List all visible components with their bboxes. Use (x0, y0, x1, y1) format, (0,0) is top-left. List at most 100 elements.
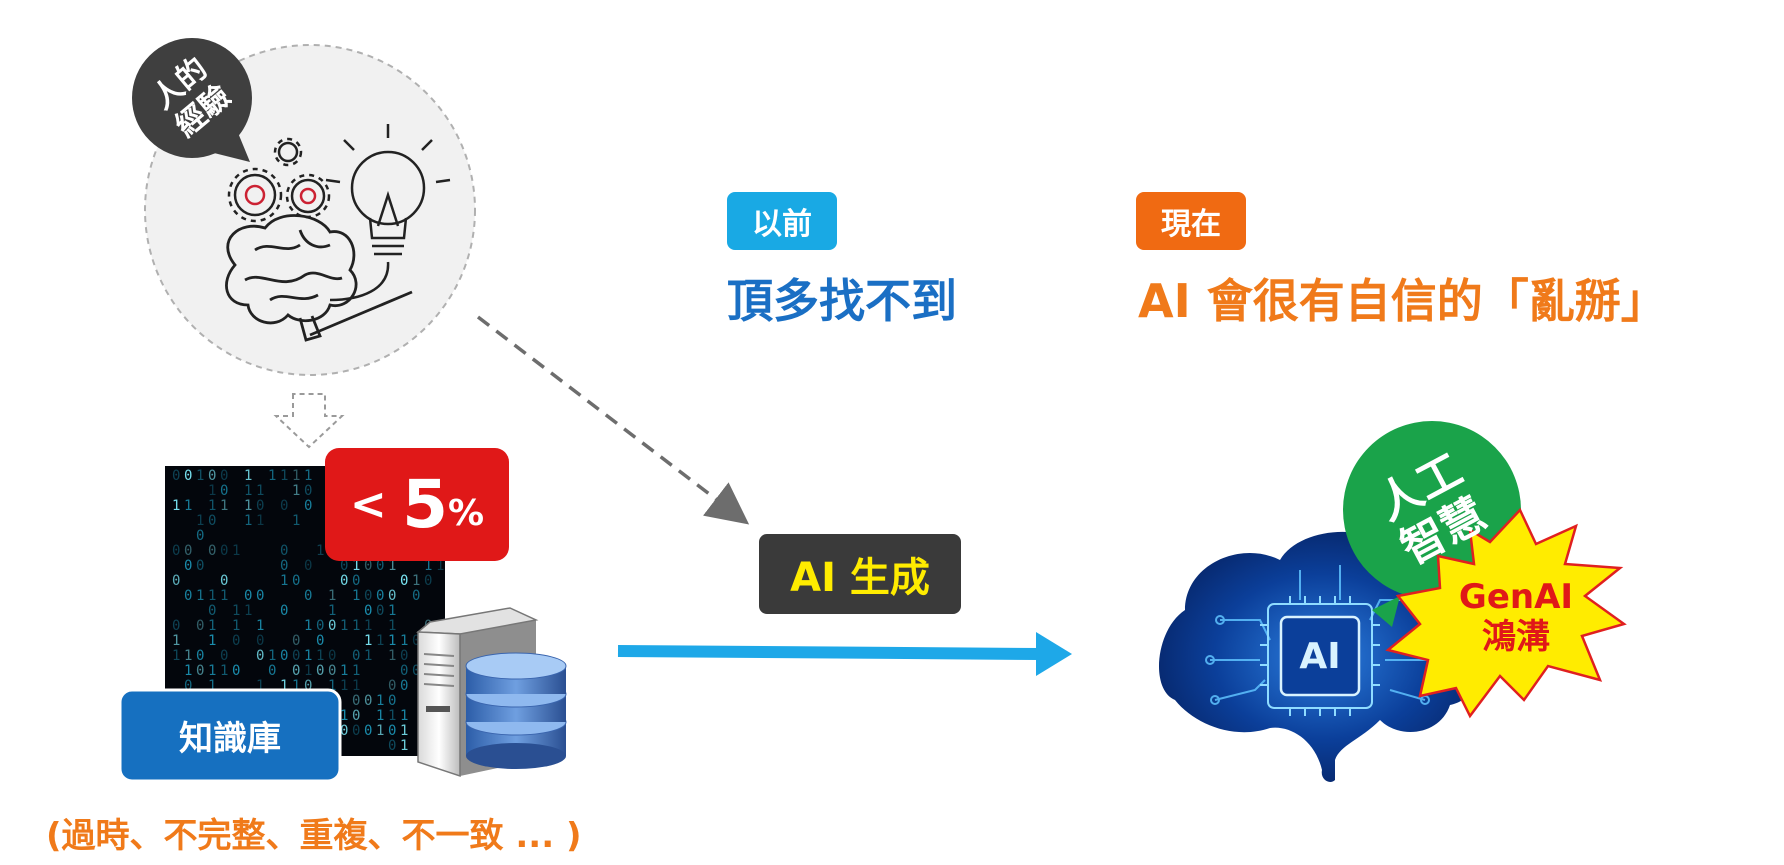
matrix-glyph: 1 (196, 468, 204, 484)
matrix-glyph: 0 (424, 573, 432, 589)
matrix-glyph: 0 (184, 558, 192, 574)
matrix-glyph: 0 (352, 723, 360, 739)
before-tag: 以前 (727, 192, 837, 250)
dashed-diagonal-arrow (476, 315, 750, 525)
matrix-glyph: 1 (352, 618, 360, 634)
matrix-glyph: 1 (232, 618, 240, 634)
matrix-glyph: 0 (304, 678, 312, 694)
matrix-glyph: 0 (316, 663, 324, 679)
matrix-glyph: 0 (256, 633, 264, 649)
matrix-glyph: 1 (364, 648, 372, 664)
matrix-glyph: 0 (184, 588, 192, 604)
matrix-glyph: 0 (292, 663, 300, 679)
matrix-glyph: 0 (412, 663, 420, 679)
matrix-glyph: 1 (364, 633, 372, 649)
matrix-glyph: 0 (220, 468, 228, 484)
matrix-glyph: 1 (388, 558, 396, 574)
hollow-down-arrow (273, 393, 345, 449)
matrix-glyph: 0 (328, 663, 336, 679)
matrix-glyph: 0 (196, 618, 204, 634)
lightbulb-icon (325, 124, 451, 302)
matrix-glyph: 1 (352, 678, 360, 694)
matrix-glyph: 1 (352, 558, 360, 574)
matrix-glyph: 1 (256, 678, 264, 694)
matrix-glyph: 1 (208, 663, 216, 679)
matrix-glyph: 0 (412, 633, 420, 649)
matrix-glyph: 1 (280, 678, 288, 694)
matrix-glyph: 0 (244, 588, 252, 604)
matrix-glyph: 0 (172, 618, 180, 634)
matrix-glyph: 0 (388, 588, 396, 604)
matrix-glyph: 1 (208, 483, 216, 499)
genai-gap-burst (1385, 507, 1627, 719)
matrix-glyph: 0 (352, 573, 360, 589)
matrix-glyph: 0 (292, 573, 300, 589)
matrix-glyph: 1 (412, 573, 420, 589)
matrix-glyph: 1 (220, 588, 228, 604)
matrix-glyph: 1 (244, 603, 252, 619)
matrix-glyph: 0 (400, 573, 408, 589)
percent-badge-bg (325, 448, 509, 561)
matrix-glyph: 1 (208, 498, 216, 514)
matrix-glyph: 0 (328, 618, 336, 634)
matrix-glyph: 1 (388, 708, 396, 724)
ai-chip-icon (1260, 596, 1380, 716)
matrix-glyph: 1 (340, 708, 348, 724)
now-tag: 現在 (1136, 192, 1246, 250)
matrix-glyph: 1 (364, 618, 372, 634)
matrix-glyph: 1 (388, 648, 396, 664)
matrix-glyph: 1 (268, 468, 276, 484)
ai-chip-label: AI (1299, 635, 1341, 677)
matrix-glyph: 0 (268, 663, 276, 679)
matrix-glyph: 0 (196, 558, 204, 574)
matrix-glyph: 0 (256, 648, 264, 664)
matrix-glyph: 0 (304, 483, 312, 499)
matrix-glyph: 0 (208, 513, 216, 529)
matrix-glyph: 0 (352, 648, 360, 664)
matrix-glyph: 1 (436, 558, 444, 574)
matrix-glyph: 0 (172, 543, 180, 559)
matrix-glyph: 0 (280, 603, 288, 619)
matrix-glyph: 0 (232, 633, 240, 649)
matrix-glyph: 1 (208, 678, 216, 694)
matrix-glyph: 1 (244, 513, 252, 529)
matrix-glyph: 1 (316, 543, 324, 559)
matrix-glyph: 0 (232, 663, 240, 679)
matrix-glyph: 1 (196, 588, 204, 604)
matrix-glyph: 1 (208, 633, 216, 649)
human-experience-bubble (132, 38, 252, 162)
matrix-glyph: 1 (184, 663, 192, 679)
matrix-glyph: 1 (352, 588, 360, 604)
matrix-glyph: 1 (400, 723, 408, 739)
knowledge-base-box (118, 688, 342, 783)
matrix-glyph: 0 (388, 693, 396, 709)
matrix-glyph: 1 (280, 573, 288, 589)
matrix-glyph: 1 (256, 483, 264, 499)
matrix-glyph: 1 (388, 603, 396, 619)
matrix-glyph: 0 (220, 543, 228, 559)
matrix-glyph: 1 (388, 618, 396, 634)
matrix-glyph: 1 (292, 483, 300, 499)
matrix-glyph: 0 (304, 588, 312, 604)
main-flow-arrow (617, 632, 1072, 676)
matrix-glyph: 0 (316, 633, 324, 649)
matrix-glyph: 1 (244, 468, 252, 484)
matrix-glyph: 1 (292, 513, 300, 529)
knowledge-base-label: 知識庫 (179, 719, 281, 759)
matrix-glyph: 0 (400, 678, 408, 694)
matrix-glyph: 1 (400, 708, 408, 724)
matrix-glyph: 0 (400, 663, 408, 679)
now-text: AI 會很有自信的「亂掰」 (1138, 274, 1667, 328)
matrix-glyph: 1 (340, 663, 348, 679)
matrix-glyph: 0 (376, 603, 384, 619)
matrix-glyph: 0 (280, 543, 288, 559)
matrix-glyph: 0 (400, 648, 408, 664)
matrix-glyph: 0 (340, 573, 348, 589)
matrix-glyph: 1 (352, 663, 360, 679)
matrix-glyph: 1 (424, 558, 432, 574)
matrix-glyph: 0 (196, 663, 204, 679)
matrix-glyph: 1 (304, 468, 312, 484)
matrix-glyph: 1 (184, 648, 192, 664)
matrix-glyph: 0 (316, 618, 324, 634)
matrix-glyph: 1 (172, 648, 180, 664)
